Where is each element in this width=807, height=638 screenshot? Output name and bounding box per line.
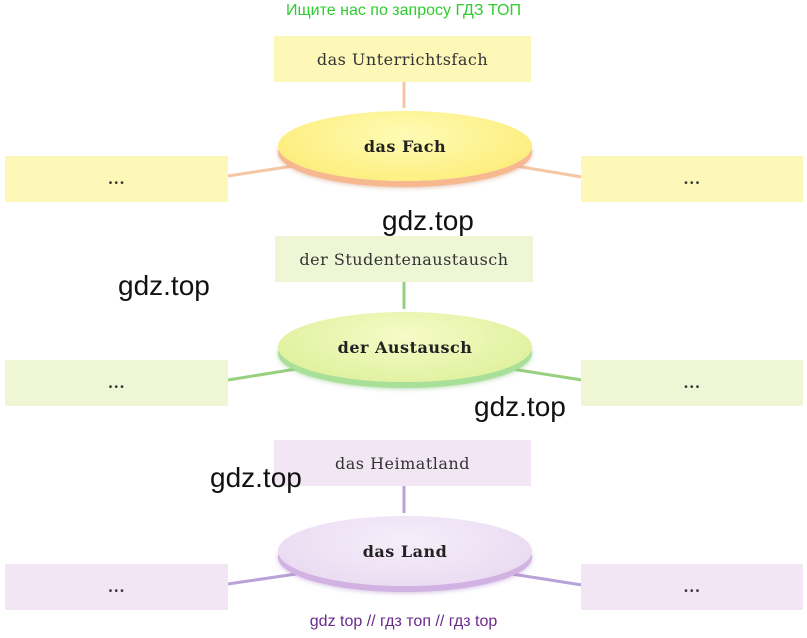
- right-box-austausch: ...: [581, 360, 803, 406]
- watermark-text: gdz.top: [474, 391, 566, 422]
- connector-line: [511, 572, 583, 587]
- center-ellipse-austausch: der Austausch: [278, 312, 532, 382]
- footer-text: gdz top // гдз топ // гдз top: [309, 613, 498, 630]
- center-ellipse-fach: das Fach: [278, 111, 532, 181]
- top-box-land: das Heimatland: [274, 440, 531, 486]
- connector-line: [227, 572, 297, 586]
- left-box-land: ...: [5, 564, 228, 610]
- center-ellipse-land: das Land: [278, 516, 532, 586]
- watermark-text: gdz.top: [118, 270, 210, 301]
- connector-line: [227, 163, 301, 178]
- right-box-land: ...: [581, 564, 803, 610]
- left-box-fach: ...: [5, 156, 228, 202]
- connector-line: [227, 367, 297, 382]
- connector-line: [511, 367, 583, 382]
- top-box-austausch: der Studentenaustausch: [275, 236, 533, 282]
- watermark-text: gdz.top: [210, 462, 302, 493]
- top-box-fach: das Unterrichtsfach: [274, 36, 531, 82]
- header-text: Ищите нас по запросу ГДЗ ТОП: [286, 2, 521, 19]
- right-box-fach: ...: [581, 156, 803, 202]
- connector-line: [509, 163, 583, 179]
- watermark-text: gdz.top: [382, 205, 474, 236]
- left-box-austausch: ...: [5, 360, 228, 406]
